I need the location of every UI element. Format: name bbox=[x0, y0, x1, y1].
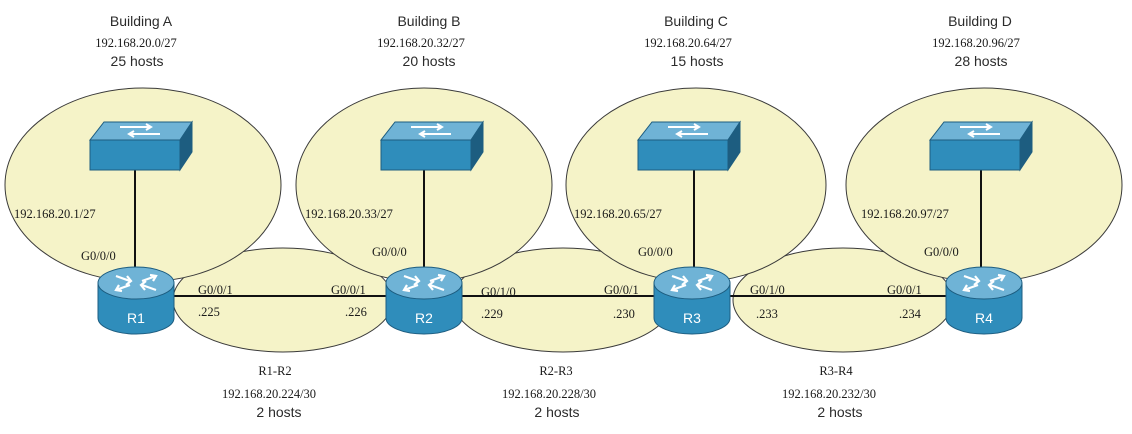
connections bbox=[134, 166, 982, 297]
lan-area-building-c bbox=[565, 87, 827, 283]
gateway-address: 192.168.20.33/27 bbox=[305, 207, 393, 221]
link-r2-r3-info: R2-R3 192.168.20.228/30 2 hosts bbox=[502, 364, 596, 420]
router-r3: R3 bbox=[653, 266, 731, 335]
building-name: Building D bbox=[948, 13, 1012, 29]
switch-icon bbox=[928, 120, 1033, 172]
building-network: 192.168.20.64/27 bbox=[644, 36, 732, 50]
switch-icon bbox=[636, 120, 741, 172]
routers: R1 R2 R3 bbox=[97, 266, 1023, 335]
building-name: Building A bbox=[110, 13, 173, 29]
router-label: R1 bbox=[127, 310, 145, 326]
lan-interface: G0/0/0 bbox=[372, 245, 407, 259]
link-host-address: .226 bbox=[345, 305, 367, 319]
lan-interface-labels: 192.168.20.1/27 G0/0/0 192.168.20.33/27 … bbox=[14, 207, 959, 263]
building-hosts: 28 hosts bbox=[955, 53, 1008, 69]
building-d-header: Building D 192.168.20.96/27 28 hosts bbox=[932, 13, 1020, 69]
link-interface: G0/0/1 bbox=[887, 283, 922, 297]
link-host-address: .233 bbox=[756, 307, 778, 321]
lan-interface: G0/0/0 bbox=[924, 245, 959, 259]
building-name: Building C bbox=[664, 13, 728, 29]
lan-area-building-d bbox=[845, 87, 1123, 283]
link-host-address: .234 bbox=[899, 307, 922, 321]
lan-area-building-a bbox=[4, 87, 282, 283]
link-host-address: .225 bbox=[198, 305, 220, 319]
link-interface: G0/0/1 bbox=[198, 283, 233, 297]
switch-icon bbox=[88, 120, 193, 172]
building-hosts: 20 hosts bbox=[403, 53, 456, 69]
building-c-header: Building C 192.168.20.64/27 15 hosts bbox=[644, 13, 732, 69]
building-hosts: 15 hosts bbox=[671, 53, 724, 69]
switch-icon bbox=[379, 120, 484, 172]
building-name: Building B bbox=[397, 13, 460, 29]
wan-interface-labels: G0/0/1 .225 G0/0/1 .226 G0/1/0 .229 G0/0… bbox=[198, 283, 922, 321]
wan-link-areas bbox=[172, 247, 954, 353]
router-icon bbox=[670, 273, 714, 293]
router-r2: R2 bbox=[385, 266, 463, 335]
link-name: R3-R4 bbox=[819, 364, 853, 378]
link-interface: G0/1/0 bbox=[481, 285, 516, 299]
router-r1: R1 bbox=[97, 266, 175, 335]
link-r1-r2-info: R1-R2 192.168.20.224/30 2 hosts bbox=[222, 364, 316, 420]
link-network: 192.168.20.232/30 bbox=[782, 387, 876, 401]
lan-interface: G0/0/0 bbox=[638, 245, 673, 259]
link-name: R2-R3 bbox=[539, 364, 572, 378]
link-host-address: .230 bbox=[613, 307, 635, 321]
building-network: 192.168.20.0/27 bbox=[95, 36, 177, 50]
router-label: R3 bbox=[683, 310, 701, 326]
router-label: R2 bbox=[415, 310, 433, 326]
building-network: 192.168.20.96/27 bbox=[932, 36, 1020, 50]
router-icon bbox=[962, 273, 1006, 293]
link-interface: G0/1/0 bbox=[750, 283, 785, 297]
building-network: 192.168.20.32/27 bbox=[377, 36, 465, 50]
link-interface: G0/0/1 bbox=[604, 283, 639, 297]
lan-areas bbox=[4, 87, 1123, 283]
link-interface: G0/0/1 bbox=[331, 283, 366, 297]
router-r4: R4 bbox=[945, 266, 1023, 335]
gateway-address: 192.168.20.97/27 bbox=[861, 207, 949, 221]
link-hosts: 2 hosts bbox=[534, 404, 579, 420]
gateway-address: 192.168.20.65/27 bbox=[574, 207, 662, 221]
router-icon bbox=[402, 273, 446, 293]
link-network: 192.168.20.224/30 bbox=[222, 387, 316, 401]
building-b-header: Building B 192.168.20.32/27 20 hosts bbox=[377, 13, 465, 69]
link-hosts: 2 hosts bbox=[817, 404, 862, 420]
router-label: R4 bbox=[975, 310, 993, 326]
link-network: 192.168.20.228/30 bbox=[502, 387, 596, 401]
building-hosts: 25 hosts bbox=[111, 53, 164, 69]
link-name: R1-R2 bbox=[258, 364, 291, 378]
lan-interface: G0/0/0 bbox=[81, 249, 116, 263]
router-icon bbox=[114, 273, 158, 293]
link-hosts: 2 hosts bbox=[256, 404, 301, 420]
link-host-address: .229 bbox=[481, 307, 503, 321]
switches bbox=[88, 120, 1033, 172]
link-r3-r4-info: R3-R4 192.168.20.232/30 2 hosts bbox=[782, 364, 876, 420]
gateway-address: 192.168.20.1/27 bbox=[14, 207, 96, 221]
building-a-header: Building A 192.168.20.0/27 25 hosts bbox=[95, 13, 177, 69]
